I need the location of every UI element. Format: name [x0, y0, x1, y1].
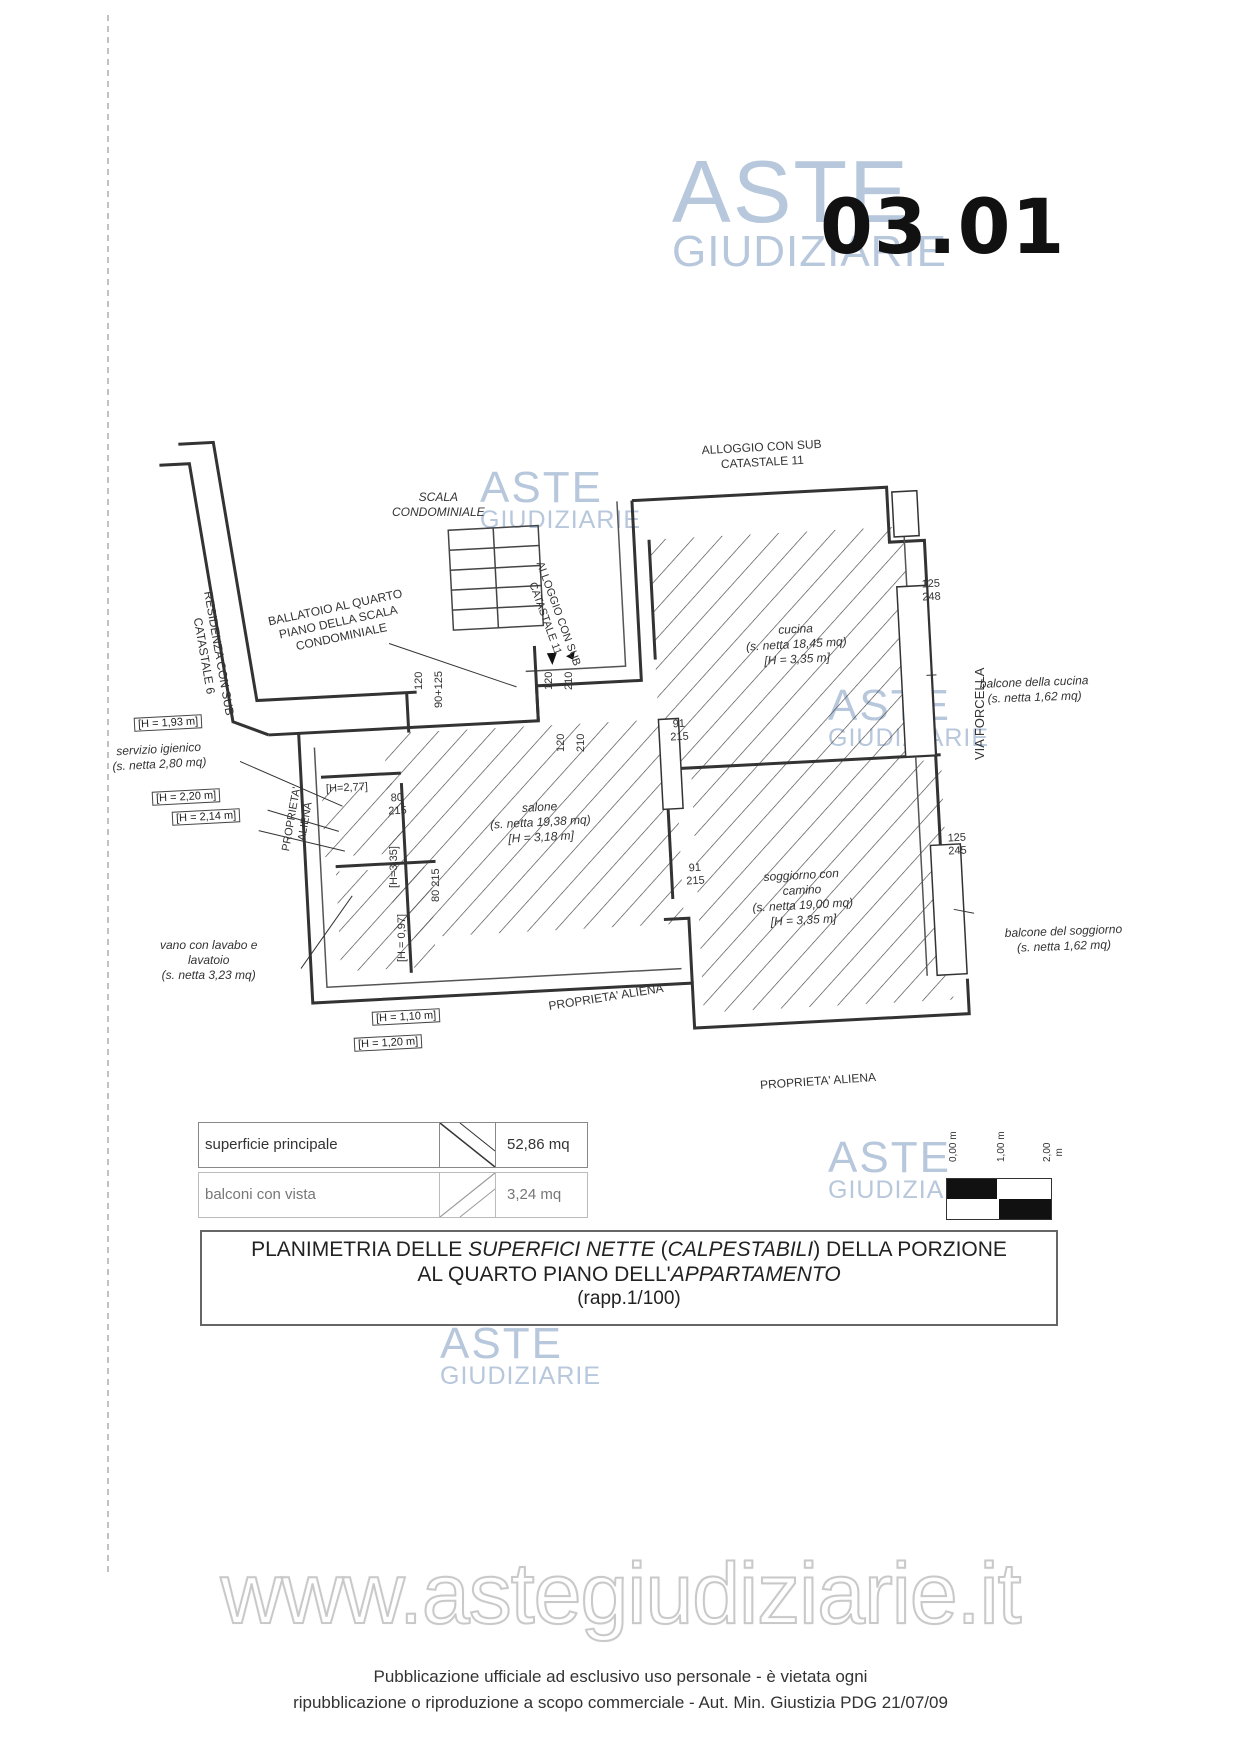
scale-label-2: 2,00 m	[1042, 1142, 1065, 1162]
site-url-watermark: www.astegiudiziarie.it	[219, 1545, 1022, 1643]
legend-row-balconi: balconi con vista 3,24 mq	[198, 1172, 588, 1218]
legend-value: 52,86 mq	[507, 1136, 570, 1153]
wall-bath-h	[335, 859, 436, 869]
scale-label-0: 0,00 m	[948, 1131, 959, 1162]
wall-south	[297, 733, 971, 1030]
dim-210: 210	[563, 671, 575, 690]
room-salone-hatch	[383, 718, 685, 939]
scale-label-1: 1,00 m	[996, 1131, 1007, 1162]
legend-row-superficie: superficie principale 52,86 mq	[198, 1122, 588, 1168]
dim-210-b: 210	[575, 733, 587, 752]
room-salone-label: salone(s. netta 19,38 mq)[H = 3,18 m]	[489, 799, 591, 846]
title-text-italic: CALPESTABILI	[667, 1238, 814, 1261]
window-kitchen	[896, 584, 937, 758]
dim-120-b: 120	[543, 671, 555, 690]
dim-90-125: 90+125	[433, 670, 445, 708]
room-servizio-label: servizio igienico(s. netta 2,80 mq)	[112, 739, 207, 774]
window-living	[929, 843, 968, 977]
room-cucina-hatch	[648, 526, 916, 775]
room-cucina-label: cucina(s. netta 18,45 mq)[H = 3,35 m]	[745, 621, 847, 668]
legend-value: 3,24 mq	[507, 1186, 562, 1203]
title-text: PLANIMETRIA DELLE	[251, 1238, 469, 1261]
legend-swatch-hatch	[439, 1122, 496, 1168]
stairs	[447, 524, 545, 631]
legend-swatch-hatch-light	[439, 1172, 496, 1218]
legend-label: superficie principale	[205, 1136, 338, 1153]
scale-bar: 0,00 m 1,00 m 2,00 m	[946, 1120, 1065, 1220]
balcone-cucina-label: balcone della cucina(s. netta 1,62 mq)	[979, 673, 1089, 706]
wall-bath	[399, 782, 413, 973]
height-2-77: [H=2,77]	[325, 780, 369, 796]
dim-80-215-v: 80 215	[430, 868, 442, 902]
legend-label: balconi con vista	[205, 1186, 316, 1203]
room-servizio-hatch	[321, 783, 406, 858]
dim-120-a: 120	[413, 671, 425, 690]
wall-bath-top	[320, 771, 401, 779]
dim-120-c: 120	[555, 733, 567, 752]
title-text: AL QUARTO PIANO DELL'	[417, 1262, 671, 1286]
balcone-soggiorno-label: balcone del soggiorno(s. netta 1,62 mq)	[1004, 921, 1123, 955]
wall-kitchen-w	[647, 539, 657, 660]
plan-title: PLANIMETRIA DELLE SUPERFICI NETTE (CALPE…	[200, 1230, 1058, 1326]
height-3-35-side: [H=3,35]	[388, 846, 400, 888]
title-text: ) DELLA PORZIONE	[813, 1238, 1007, 1261]
footer-line-1: Pubblicazione ufficiale ad esclusivo uso…	[373, 1667, 868, 1686]
wall-inner-south	[663, 916, 694, 984]
page-number: 03.01	[820, 182, 1066, 271]
title-text: (	[654, 1238, 668, 1261]
room-soggiorno-hatch	[691, 759, 954, 1013]
footer-line-2: ripubblicazione o riproduzione a scopo c…	[293, 1693, 948, 1712]
binding-margin	[107, 15, 109, 1575]
watermark-logo-top: ASTE GIUDIZIARIE	[672, 142, 948, 276]
title-scale: (rapp.1/100)	[577, 1287, 681, 1309]
room-vano-hatch	[335, 866, 437, 972]
height-0-97: [H = 0,97]	[396, 913, 408, 962]
title-text-italic: APPARTAMENTO	[670, 1262, 841, 1286]
title-text-italic: SUPERFICI NETTE	[468, 1238, 655, 1261]
